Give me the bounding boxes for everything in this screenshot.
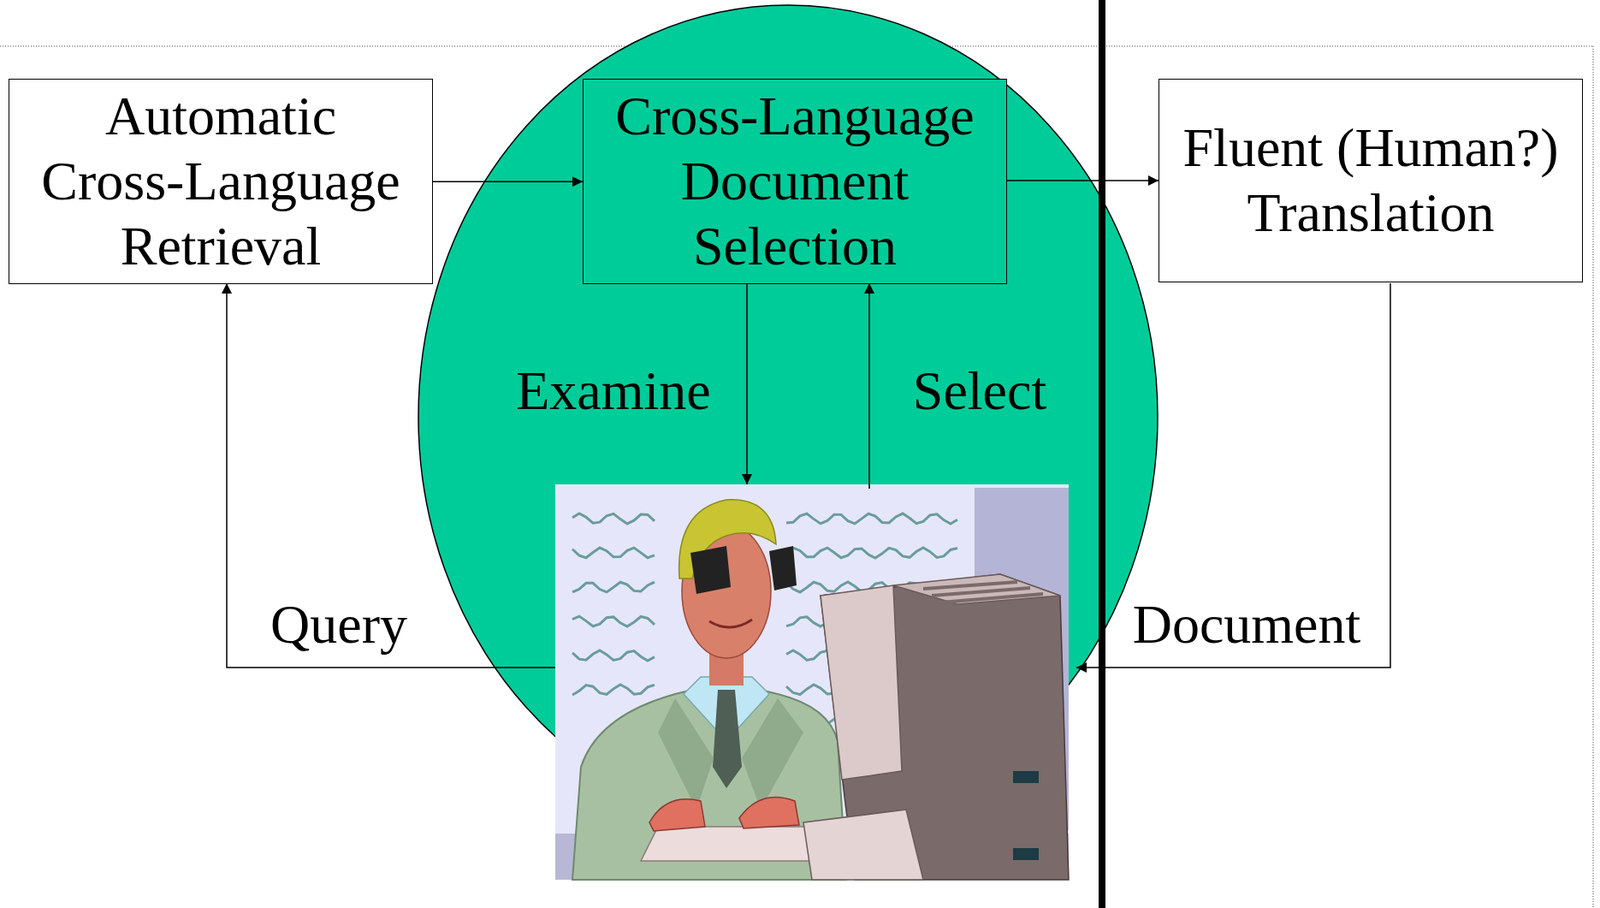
process-box: Cross-Language Document Selection [582, 78, 1008, 285]
box-label: Cross-Language Document Selection [606, 83, 984, 279]
box-label: Automatic Cross-Language Retrieval [32, 83, 409, 279]
lapel [741, 698, 804, 810]
lapel [657, 698, 714, 810]
dotted-border [1593, 46, 1595, 908]
scribble-stroke [786, 513, 958, 524]
boundary-bar [1098, 0, 1106, 908]
flow-label: Select [912, 358, 1047, 424]
monitor-screen [820, 585, 902, 780]
flow-label: Examine [515, 358, 711, 424]
flow-arrow [432, 180, 583, 183]
tie [712, 689, 742, 789]
glasses-lens [690, 545, 731, 594]
vents [923, 581, 1043, 603]
box-label: Fluent (Human?) Translation [1182, 115, 1559, 246]
process-box: Fluent (Human?) Translation [1158, 78, 1583, 283]
query-line [226, 283, 556, 668]
drive-slot [1013, 847, 1039, 860]
scribble-stroke [572, 581, 655, 593]
flow-arrow [1007, 179, 1159, 182]
smile [709, 619, 753, 628]
glasses-lens [769, 545, 797, 591]
scribble-stroke [572, 616, 655, 627]
scribble-stroke [572, 513, 655, 524]
illustration-ground [555, 484, 1069, 880]
document-line [1076, 283, 1391, 668]
monitor-base [803, 809, 924, 880]
hand [649, 799, 706, 831]
examine-line [746, 283, 748, 485]
select-line [868, 283, 871, 489]
flow-lines [226, 283, 1391, 668]
flow-label: Document [1132, 592, 1362, 658]
scribble-stroke [572, 684, 655, 695]
scribble-stroke [786, 547, 958, 558]
process-box: Automatic Cross-Language Retrieval [8, 78, 433, 285]
flow-label: Query [270, 592, 408, 658]
scribble-stroke [572, 650, 655, 661]
hand [739, 797, 800, 830]
monitor-top [893, 574, 1061, 605]
user-illustration [555, 484, 1069, 880]
scribble-stroke [572, 547, 655, 558]
drive-slot [1013, 770, 1039, 783]
